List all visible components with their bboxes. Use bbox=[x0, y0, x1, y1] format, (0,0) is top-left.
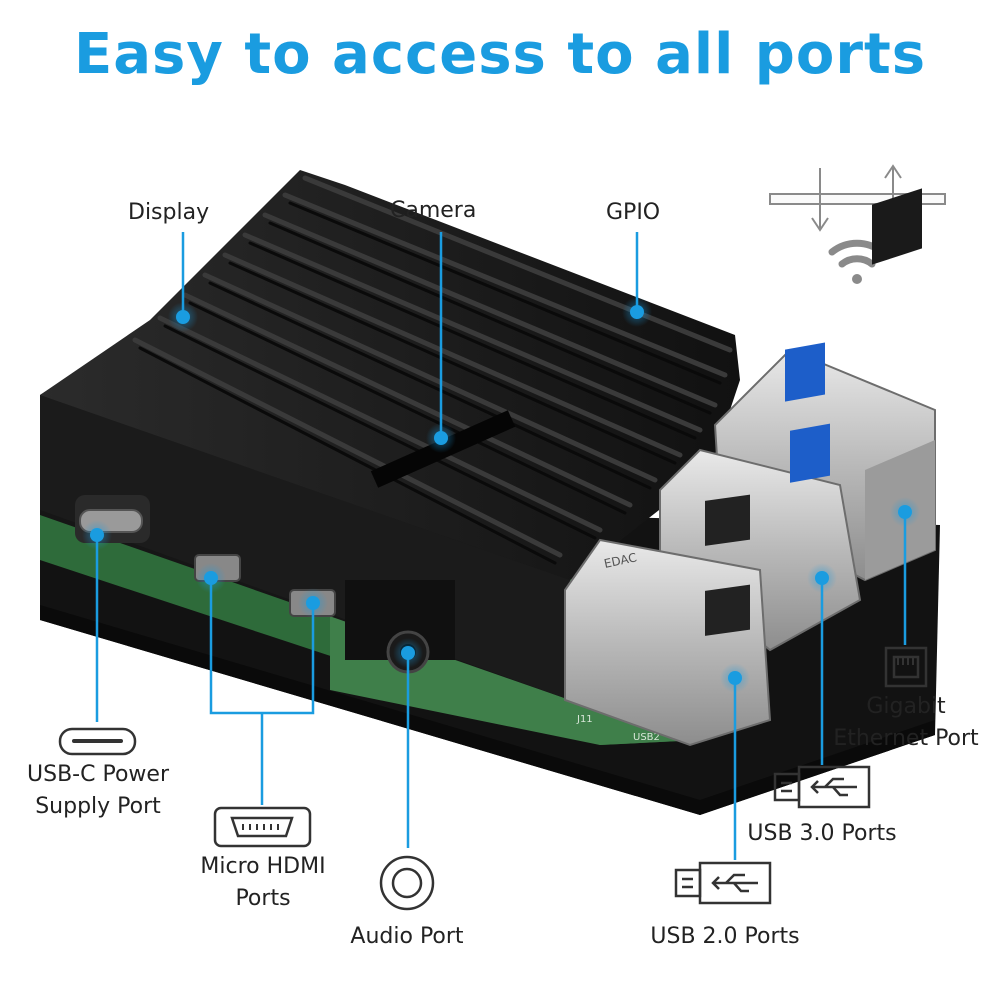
label-camera: Camera bbox=[390, 198, 477, 223]
label-micro-hdmi: Micro HDMI Ports bbox=[200, 854, 326, 911]
ethernet-icon bbox=[884, 646, 928, 688]
label-gpio: GPIO bbox=[606, 200, 661, 225]
usb2-ports: EDAC bbox=[564, 494, 772, 747]
label-audio: Audio Port bbox=[350, 924, 464, 949]
usb-port-brand: EDAC bbox=[603, 550, 638, 571]
micro-hdmi-icon bbox=[213, 806, 312, 848]
bluetooth-arrows-icon bbox=[769, 164, 946, 232]
label-display: Display bbox=[128, 200, 210, 225]
usb-c-icon bbox=[58, 727, 137, 756]
callout-dots bbox=[82, 297, 920, 693]
silk-usb2: USB2 bbox=[633, 732, 660, 743]
page-title: Easy to access to all ports bbox=[73, 22, 927, 87]
usb-icon-usb3 bbox=[773, 765, 871, 809]
heatsink-fins bbox=[132, 175, 733, 558]
usb-icon-usb2 bbox=[674, 861, 772, 905]
label-usb2: USB 2.0 Ports bbox=[650, 924, 800, 949]
label-usb3: USB 3.0 Ports bbox=[747, 821, 897, 846]
label-ethernet: Gigabit Ethernet Port bbox=[833, 694, 979, 751]
leader-lines bbox=[95, 232, 907, 860]
label-usbc: USB-C Power Supply Port bbox=[27, 762, 169, 819]
silk-j11: J11 bbox=[576, 714, 593, 725]
audio-jack-icon bbox=[379, 855, 435, 911]
